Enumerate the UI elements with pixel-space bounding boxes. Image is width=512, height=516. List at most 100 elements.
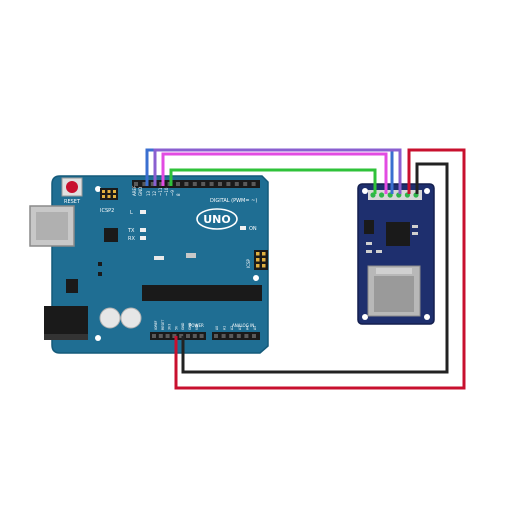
digital-pin (251, 182, 256, 186)
digital-pin-label: ~10 (164, 187, 169, 196)
power-pin (172, 334, 177, 338)
digital-pin (134, 182, 138, 186)
digital-pin (234, 182, 239, 186)
led-l-label: L (130, 210, 133, 216)
icsp-pin (256, 252, 260, 256)
digital-pin (209, 182, 214, 186)
uno-logo: UNO (196, 208, 238, 230)
mounting-hole (362, 314, 368, 320)
wire-green (169, 168, 377, 194)
digital-pin (176, 182, 180, 186)
icsp-pin (262, 264, 266, 268)
analog-pin-label: A1 (223, 326, 227, 330)
analog-header-pins (214, 334, 256, 338)
analog-pin (252, 334, 256, 338)
power-pin (165, 334, 170, 338)
icsp-pin (262, 258, 266, 262)
icsp2-pin (107, 190, 111, 193)
gnd-label: GND (138, 187, 143, 196)
analog-pin-label: A0 (215, 326, 219, 330)
module-pin (379, 192, 385, 198)
sd-card-slot-contact (376, 268, 412, 274)
icsp-label: ICSP (246, 258, 251, 268)
icsp2-pin (102, 190, 105, 193)
icsp2-block (100, 188, 118, 200)
power-jack-shadow (44, 334, 88, 340)
module-smd (412, 232, 418, 235)
digital-pin-label: 13 (146, 190, 151, 196)
power-pin (199, 334, 204, 338)
power-label: POWER (189, 323, 204, 328)
power-pin-label: GND (181, 322, 185, 330)
analog-pin-label: A2 (230, 326, 234, 330)
analog-pin (214, 334, 218, 338)
power-header (150, 332, 206, 340)
module-smd (366, 250, 372, 253)
wire-black (181, 162, 449, 374)
module-header (368, 190, 422, 200)
power-pin (158, 334, 163, 338)
power-pin-label: 3V3 (168, 324, 172, 330)
wire-red (174, 148, 466, 390)
analog-pin-label: A5 (253, 326, 257, 330)
analog-pin (221, 334, 226, 338)
power-pin (192, 334, 197, 338)
module-chip (364, 220, 374, 234)
digital-pin-label: ~11 (158, 187, 163, 196)
icsp2-pin (107, 195, 111, 198)
icsp-pin (256, 258, 260, 262)
reset-label: RESET (64, 199, 81, 205)
mounting-hole (253, 275, 259, 281)
digital-pin (150, 182, 155, 186)
analog-pin-label: A3 (238, 326, 242, 330)
analog-label: ANALOG IN (232, 323, 254, 328)
led-rx (140, 236, 146, 240)
micro-sd-card-module (357, 183, 435, 325)
digital-header-pins (134, 182, 256, 186)
led-l (140, 210, 146, 214)
digital-pin (201, 182, 206, 186)
led-tx-label: TX (127, 228, 135, 234)
icsp2-header (100, 188, 118, 200)
mounting-hole (424, 314, 430, 320)
icsp-pin (256, 264, 260, 268)
module-smd (366, 242, 372, 245)
power-pin (179, 334, 184, 338)
digital-pin-label: 12 (152, 190, 157, 196)
small-chip (98, 272, 102, 276)
wires (145, 148, 466, 390)
digital-pin-label: 8 (176, 193, 181, 196)
digital-pin (243, 182, 248, 186)
icsp-header (254, 250, 268, 270)
voltage-regulator (66, 279, 78, 293)
mounting-hole (362, 188, 368, 194)
icsp2-label: ICSP2 (100, 208, 114, 214)
power-header-pins (152, 334, 204, 338)
wire-magenta (161, 152, 388, 194)
mounting-hole (424, 188, 430, 194)
reset-button[interactable] (66, 181, 78, 193)
icsp2-pin (113, 190, 116, 193)
crystal (186, 253, 196, 258)
power-pin (152, 334, 156, 338)
digital-pin (226, 182, 231, 186)
analog-pin-label: A4 (245, 326, 249, 330)
capacitor-2 (120, 307, 142, 329)
digital-pin (218, 182, 222, 186)
usb-connector-inner (36, 212, 68, 240)
mounting-hole (95, 335, 101, 341)
digital-pin-label: ~9 (170, 190, 175, 196)
power-pin-label: IOREF (154, 320, 158, 330)
led-on (240, 226, 246, 230)
aref-label: AREF (132, 185, 137, 196)
wire-purple (153, 148, 402, 194)
small-chip (154, 256, 164, 260)
power-pin-label: GND (188, 322, 192, 330)
power-jack (44, 306, 88, 338)
